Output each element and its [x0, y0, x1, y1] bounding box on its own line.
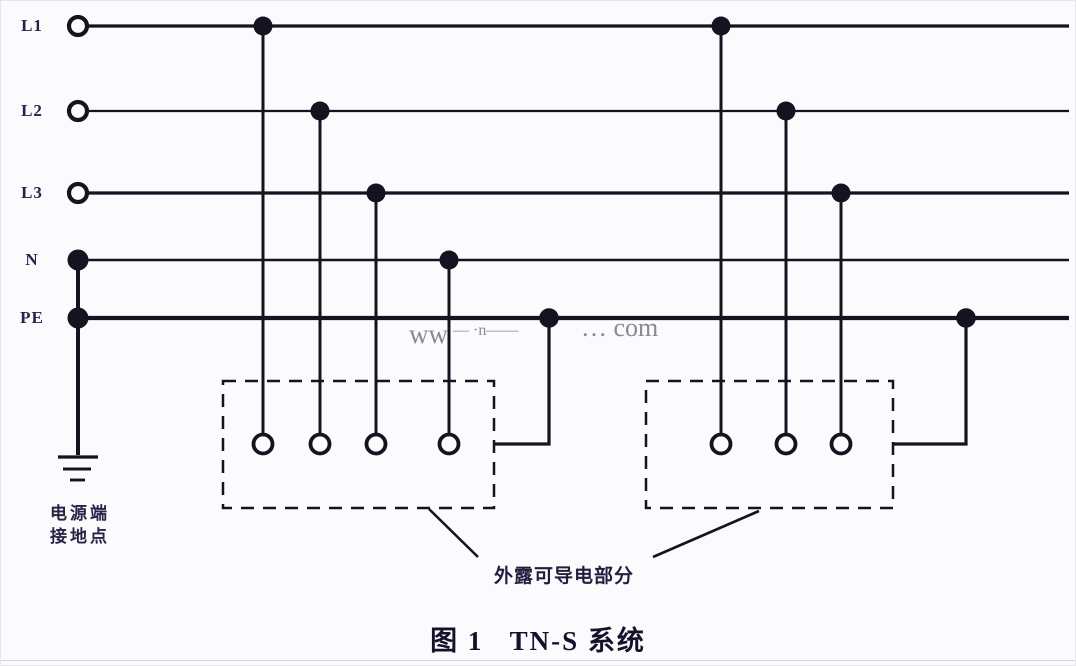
conductor-label-L2: L2 [21, 101, 43, 120]
equipment-terminal [774, 432, 798, 456]
junction-dot [439, 250, 459, 270]
equipment-terminal [364, 432, 388, 456]
junction-dot [956, 308, 976, 328]
junction-dot [310, 101, 330, 121]
watermark-text-3: … com [581, 313, 659, 342]
junction-dot [711, 16, 731, 36]
equipment-terminal [709, 432, 733, 456]
junction-dot [366, 183, 386, 203]
conductor-label-L1: L1 [21, 16, 43, 35]
conductor-label-PE: PE [20, 308, 44, 327]
conductor-label-N: N [25, 250, 39, 269]
leader-line-2 [652, 509, 760, 559]
junction-dot [831, 183, 851, 203]
junction-dot [253, 16, 273, 36]
watermark-text-1: ww [409, 319, 448, 349]
source-terminal-L1 [66, 14, 90, 38]
equipment-enclosure-1 [221, 379, 496, 510]
equipment-terminal [308, 432, 332, 456]
equipment-enclosure-2 [644, 379, 895, 510]
source-junction-dot-N [67, 249, 89, 271]
exposed-conductive-parts-label: 外露可导电部分 [493, 566, 634, 587]
source-terminal-L2 [66, 99, 90, 123]
equipment-terminal [829, 432, 853, 456]
source-terminal-L3 [66, 181, 90, 205]
source-ground-label-line1: 电源端 [50, 504, 110, 523]
leader-line-1 [428, 508, 479, 558]
pe-tap-conductor-1 [494, 318, 551, 446]
source-ground-label-line2: 接地点 [50, 527, 110, 546]
junction-dot [539, 308, 559, 328]
watermark-text-2: — ·n—— [453, 322, 519, 339]
source-ground-label: 电源端 接地点 [37, 502, 123, 548]
conductor-label-L3: L3 [21, 183, 43, 202]
source-junction-dot-PE [67, 307, 89, 329]
figure-caption: 图 1 TN-S 系统 [430, 626, 646, 656]
equipment-terminal [251, 432, 275, 456]
junction-dot [776, 101, 796, 121]
photo-bottom-edge [1, 660, 1075, 661]
equipment-terminal [437, 432, 461, 456]
pe-tap-conductor-2 [893, 318, 968, 446]
